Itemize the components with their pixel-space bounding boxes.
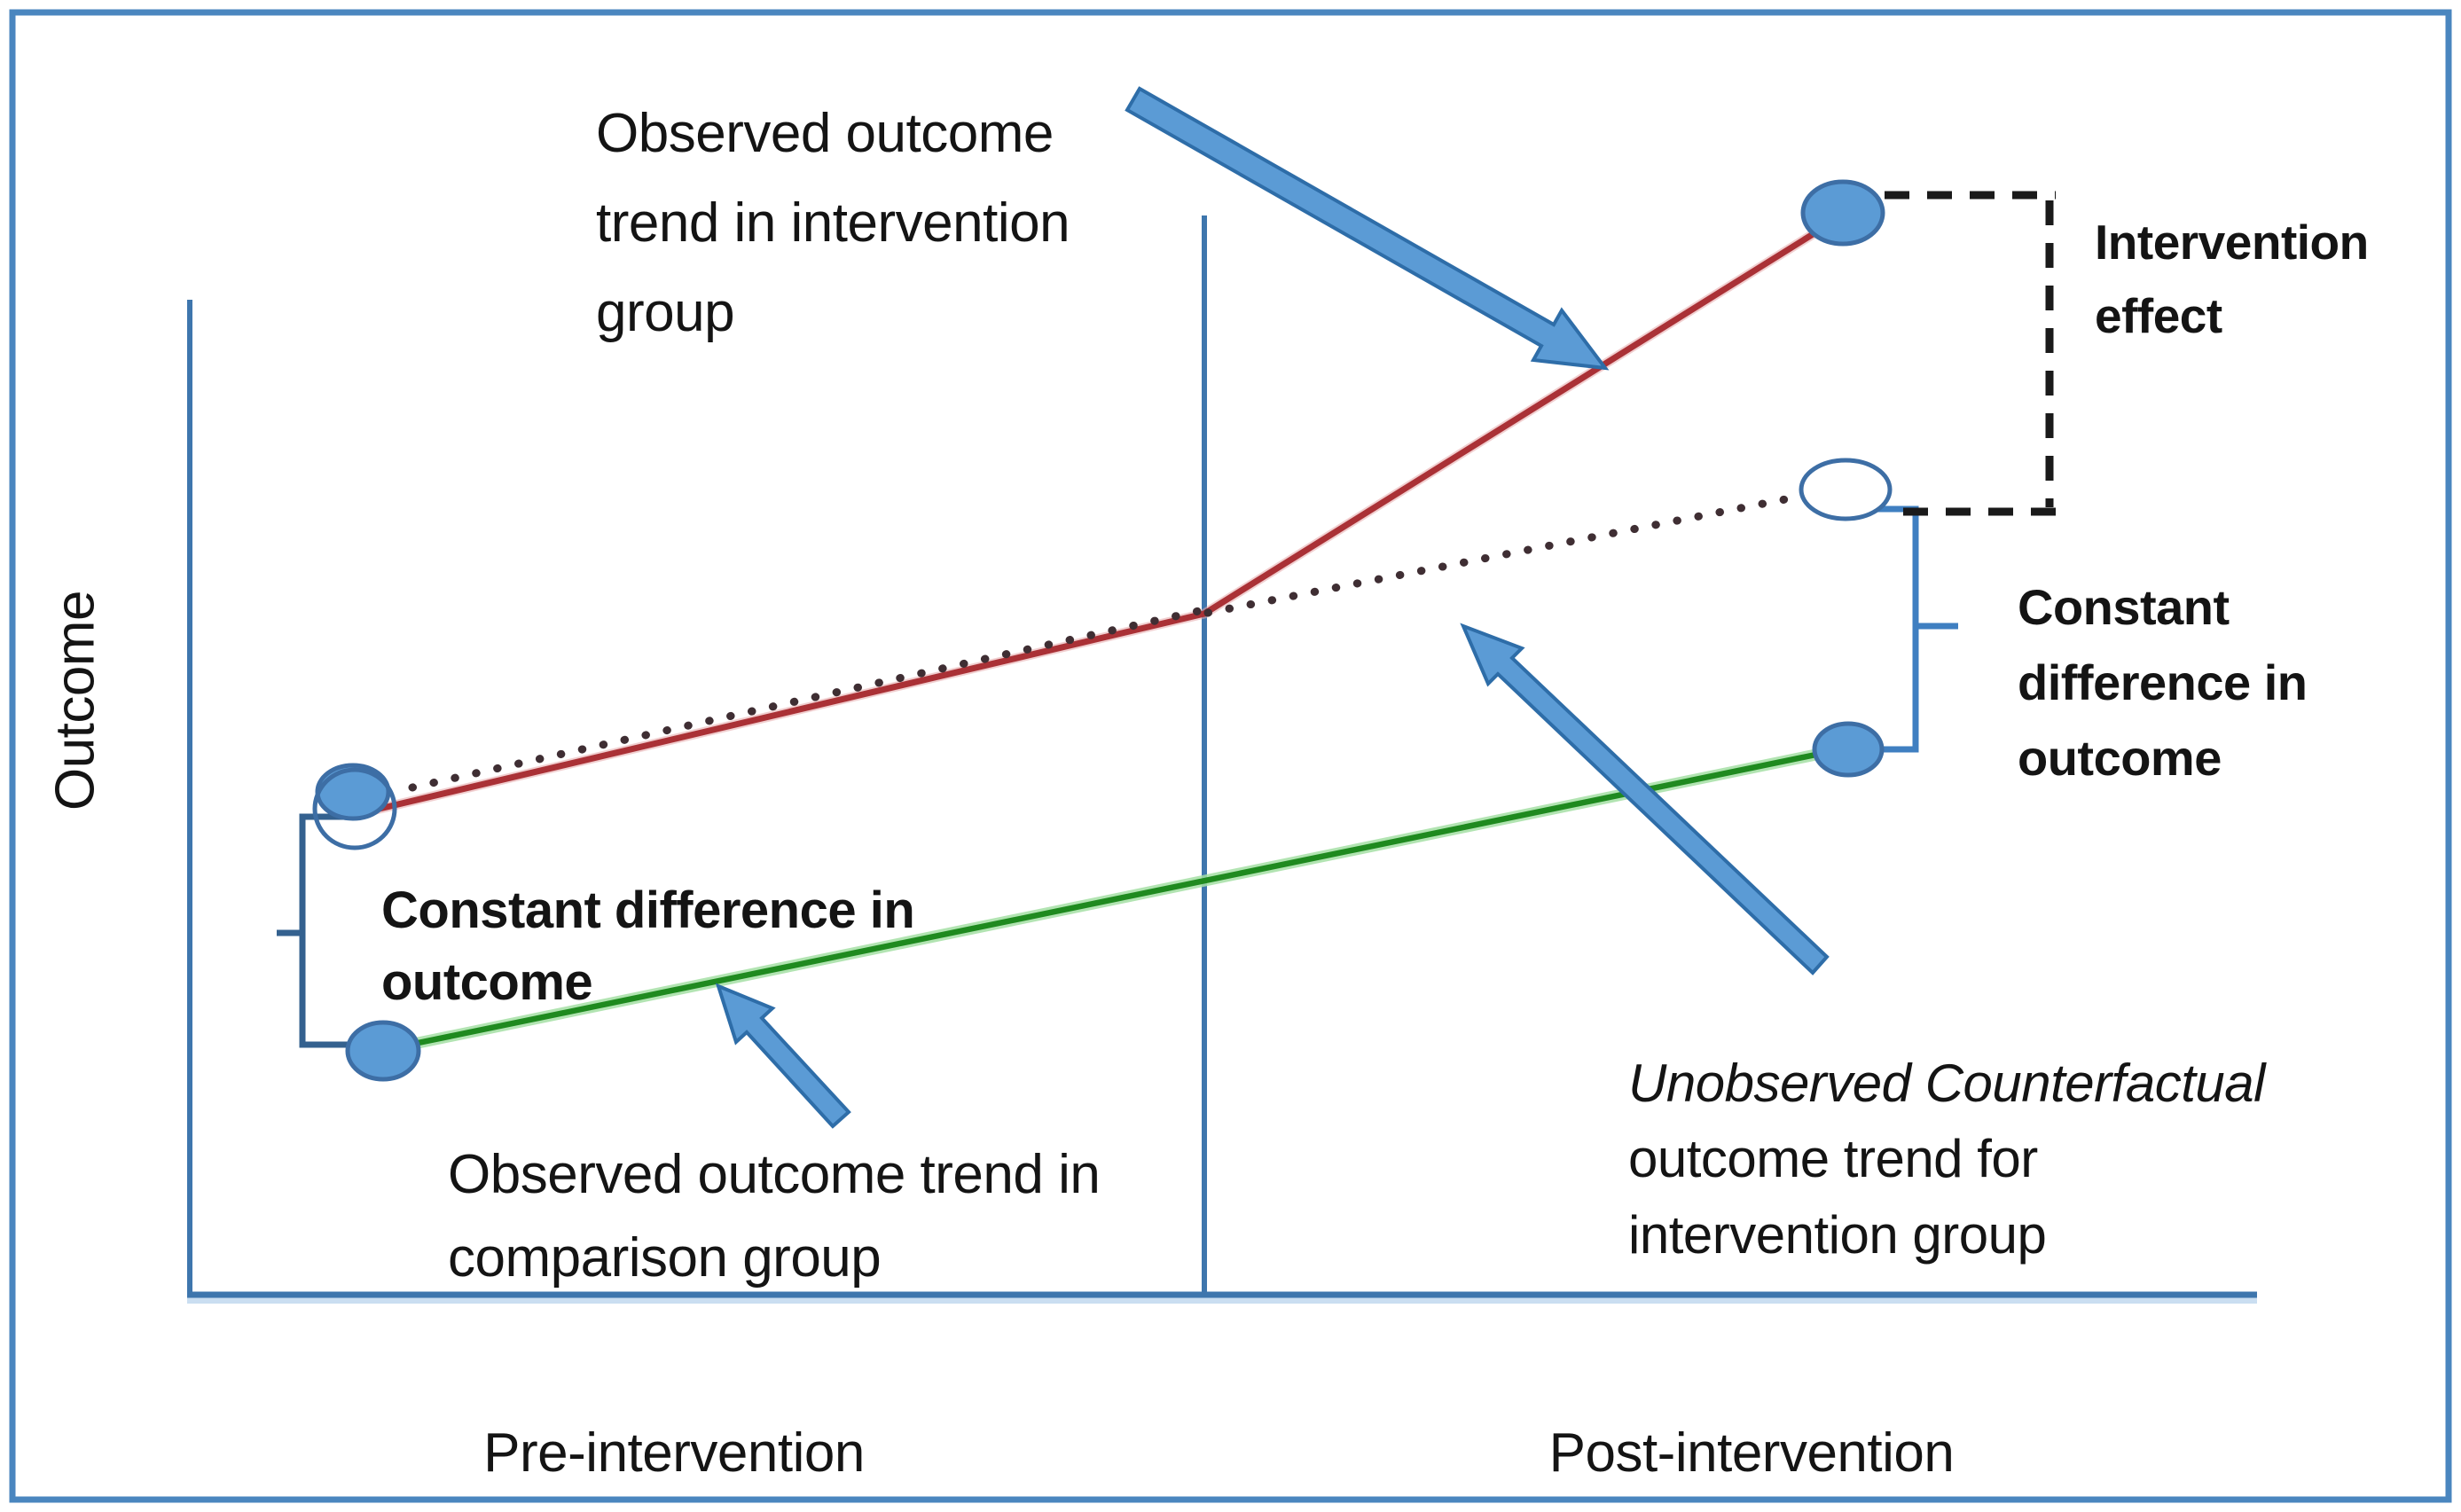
- counterfactual-post-open-marker: [1799, 458, 1893, 521]
- comparison-pre-marker: [345, 1020, 421, 1082]
- intervention-post-marker: [1800, 179, 1885, 247]
- x-axis-label-pre: Pre-intervention: [483, 1422, 865, 1484]
- counterfactual-dotted-post: [1203, 490, 1817, 617]
- observed-intervention-arrow: [1125, 86, 1610, 371]
- x-axis-label-post: Post-intervention: [1548, 1422, 1955, 1484]
- label-counterfactual-italic: Unobserved Counterfactual: [1628, 1054, 2265, 1114]
- counterfactual-arrow: [1460, 623, 1830, 975]
- label-intervention-effect: Intervention effect: [2095, 215, 2369, 343]
- intervention-effect-dashed-bracket: [1885, 191, 2056, 516]
- label-observed-comparison: Observed outcome trend in comparison gro…: [448, 1144, 1101, 1289]
- comparison-group-arrow: [715, 983, 851, 1129]
- comparison-trend-line: [400, 748, 1830, 1050]
- intervention-pre-marker: [315, 763, 391, 821]
- label-counterfactual-rest: outcome trend for intervention group: [1628, 1129, 2047, 1265]
- label-constant-difference-post: Constant difference in outcome: [2018, 579, 2308, 787]
- intervention-pre-open-marker: [312, 767, 397, 850]
- y-axis-label: Outcome: [44, 590, 106, 811]
- left-difference-bracket: [277, 813, 349, 1048]
- counterfactual-dotted-pre: [408, 606, 1207, 792]
- label-constant-difference-pre: Constant difference in outcome: [381, 881, 915, 1012]
- right-difference-bracket: [1871, 505, 1958, 753]
- frame-border: [9, 9, 2452, 1503]
- label-observed-intervention: Observed outcome trend in intervention g…: [596, 103, 1070, 344]
- comparison-post-marker: [1812, 721, 1885, 778]
- label-counterfactual: Unobserved Counterfactual outcome trend …: [1628, 970, 2265, 1273]
